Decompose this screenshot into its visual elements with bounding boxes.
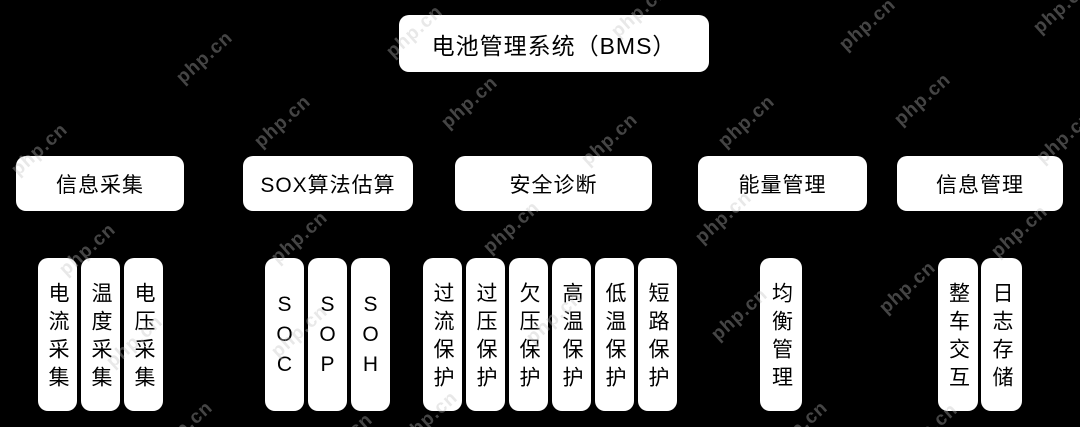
node-voltage-acquisition: 电压采集 bbox=[124, 258, 163, 411]
node-current-acquisition: 电流采集 bbox=[38, 258, 77, 411]
node-log-storage: 日志存储 bbox=[981, 258, 1022, 411]
node-info-collection: 信息采集 bbox=[16, 156, 184, 211]
node-vehicle-interaction: 整车交互 bbox=[938, 258, 978, 411]
node-energy-management: 能量管理 bbox=[698, 156, 867, 211]
node-info-management: 信息管理 bbox=[897, 156, 1063, 211]
node-soh: SOH bbox=[351, 258, 390, 411]
node-overcurrent-protection: 过流保护 bbox=[423, 258, 462, 411]
node-safety-diagnosis: 安全诊断 bbox=[455, 156, 652, 211]
node-bms-root: 电池管理系统（BMS） bbox=[399, 15, 709, 72]
node-undervoltage-protection: 欠压保护 bbox=[509, 258, 548, 411]
node-balance-management: 均衡管理 bbox=[760, 258, 802, 411]
node-sop: SOP bbox=[308, 258, 347, 411]
node-temperature-acquisition: 温度采集 bbox=[81, 258, 120, 411]
node-overvoltage-protection: 过压保护 bbox=[466, 258, 505, 411]
node-soc: SOC bbox=[265, 258, 304, 411]
node-sox-estimation: SOX算法估算 bbox=[243, 156, 413, 211]
node-short-circuit-protection: 短路保护 bbox=[638, 258, 677, 411]
node-low-temp-protection: 低温保护 bbox=[595, 258, 634, 411]
node-high-temp-protection: 高温保护 bbox=[552, 258, 591, 411]
